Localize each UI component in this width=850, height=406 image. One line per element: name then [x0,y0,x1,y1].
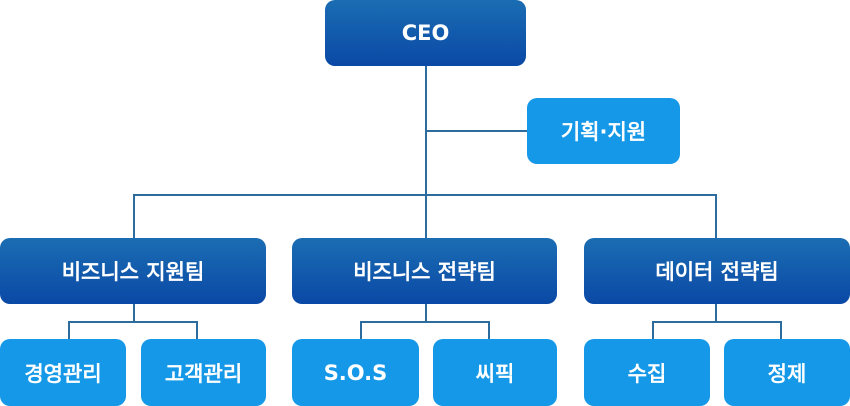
connector-line [425,304,427,322]
unit-box: 경영관리 [0,339,126,406]
connector-line [715,304,717,322]
connector-line [360,321,362,339]
connector-line [780,321,782,339]
unit-box: S.O.S [292,339,419,406]
connector-line [360,321,490,323]
connector-line [488,321,490,339]
unit-box: 씨픽 [433,339,557,406]
team-box: 비즈니스 지원팀 [0,238,266,304]
connector-line [196,321,198,339]
unit-box: 고객관리 [141,339,266,406]
ceo-box: CEO [325,0,526,66]
unit-box: 수집 [584,339,710,406]
connector-line [715,194,717,238]
connector-line [652,321,654,339]
connector-line [652,321,782,323]
connector-line [133,304,135,322]
unit-box: 정제 [724,339,850,406]
connector-line [68,321,198,323]
team-box: 데이터 전략팀 [584,238,850,304]
connector-line [426,130,527,132]
staff-box: 기획·지원 [527,98,680,164]
connector-line [425,194,427,238]
connector-line [133,194,135,238]
team-box: 비즈니스 전략팀 [292,238,557,304]
connector-line [68,321,70,339]
